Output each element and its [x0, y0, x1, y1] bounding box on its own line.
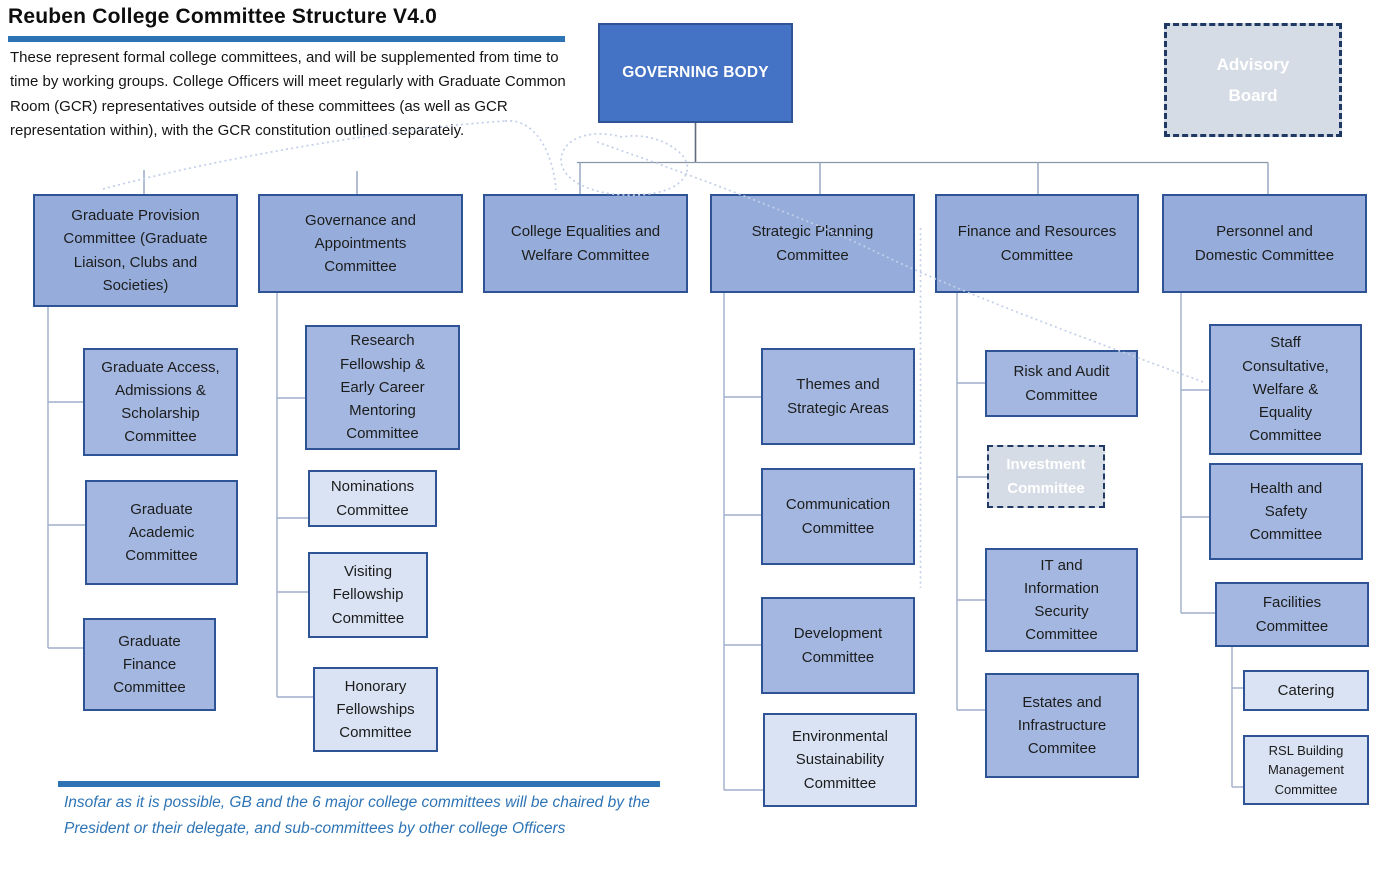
- node-risk-audit-committee: Risk and Audit Committee: [985, 350, 1138, 417]
- node-advisory-board: Advisory Board: [1164, 23, 1342, 137]
- node-governance-appointments-committee: Governance and Appointments Committee: [258, 194, 463, 293]
- page-title: Reuben College Committee Structure V4.0: [8, 5, 438, 28]
- node-environmental-sustainability-committee: Environmental Sustainability Committee: [763, 713, 917, 807]
- node-investment-committee: Investment Committee: [987, 445, 1105, 508]
- node-communication-committee: Communication Committee: [761, 468, 915, 565]
- node-governing-body: GOVERNING BODY: [598, 23, 793, 123]
- node-catering: Catering: [1243, 670, 1369, 711]
- node-staff-consultative-welfare-equality-committee: Staff Consultative, Welfare & Equality C…: [1209, 324, 1362, 455]
- node-research-fellowship-mentoring-committee: Research Fellowship & Early Career Mento…: [305, 325, 460, 450]
- node-finance-resources-committee: Finance and Resources Committee: [935, 194, 1139, 293]
- node-strategic-planning-committee: Strategic Planning Committee: [710, 194, 915, 293]
- node-facilities-committee: Facilities Committee: [1215, 582, 1369, 647]
- node-themes-strategic-areas: Themes and Strategic Areas: [761, 348, 915, 445]
- node-estates-infrastructure-committee: Estates and Infrastructure Commitee: [985, 673, 1139, 778]
- node-college-equalities-welfare-committee: College Equalities and Welfare Committee: [483, 194, 688, 293]
- footer-note: Insofar as it is possible, GB and the 6 …: [64, 794, 650, 837]
- node-health-safety-committee: Health and Safety Committee: [1209, 463, 1363, 560]
- node-personnel-domestic-committee: Personnel and Domestic Committee: [1162, 194, 1367, 293]
- node-graduate-access-admissions-scholarship: Graduate Access, Admissions & Scholarshi…: [83, 348, 238, 456]
- node-graduate-finance-committee: Graduate Finance Committee: [83, 618, 216, 711]
- node-visiting-fellowship-committee: Visiting Fellowship Committee: [308, 552, 428, 638]
- intro-paragraph: These represent formal college committee…: [10, 49, 566, 139]
- node-rsl-building-management-committee: RSL Building Management Committee: [1243, 735, 1369, 805]
- node-graduate-provision-committee: Graduate Provision Committee (Graduate L…: [33, 194, 238, 307]
- title-divider-bar: [8, 36, 565, 42]
- node-nominations-committee: Nominations Committee: [308, 470, 437, 527]
- node-honorary-fellowships-committee: Honorary Fellowships Committee: [313, 667, 438, 752]
- node-development-committee: Development Committee: [761, 597, 915, 694]
- node-graduate-academic-committee: Graduate Academic Committee: [85, 480, 238, 585]
- node-it-information-security-committee: IT and Information Security Committee: [985, 548, 1138, 652]
- footer-divider-bar: [58, 781, 660, 787]
